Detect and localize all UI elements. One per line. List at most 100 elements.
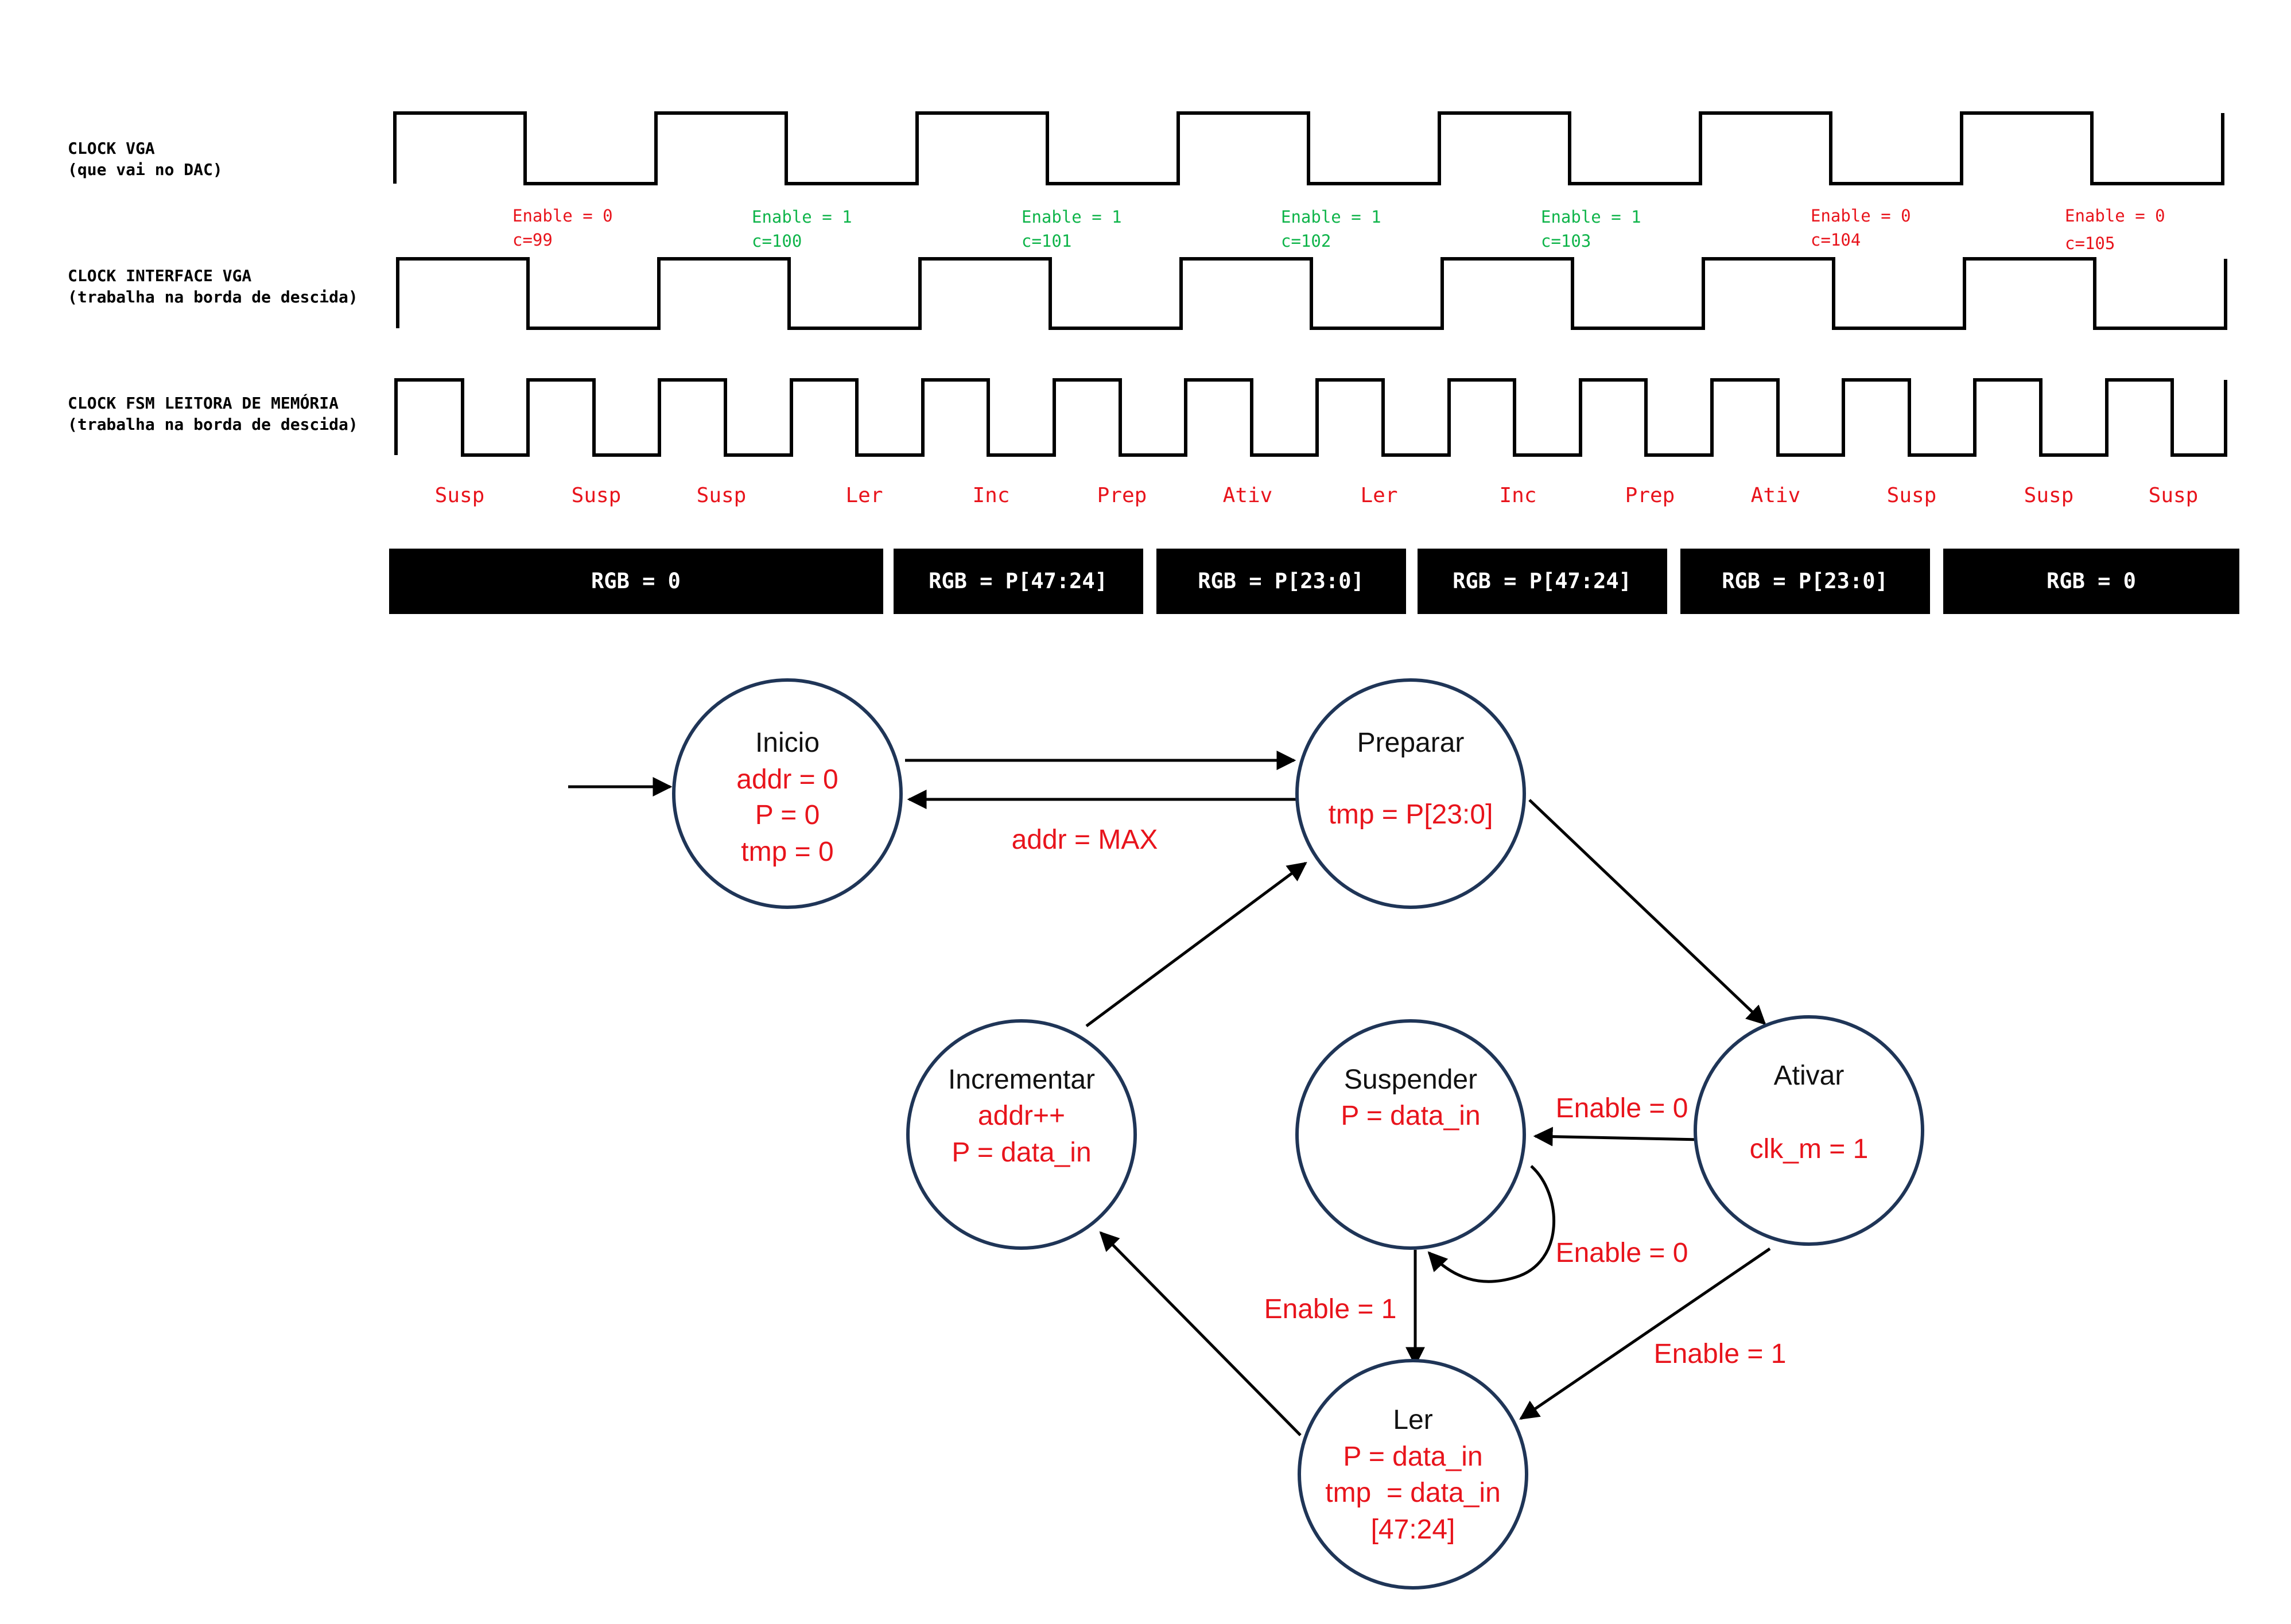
state-label: Inc [972,484,1009,507]
state-incrementar-action: P = data_in [952,1137,1091,1168]
rgb-bar-label: RGB = 0 [2047,569,2136,593]
state-label: Ativ [1751,484,1801,507]
rgb-bar [894,549,1143,614]
state-preparar: Preparar tmp = P[23:0] [1295,678,1526,909]
counter-label: c=99 [512,230,553,250]
timing-diagram: CLOCK VGA (que vai no DAC) CLOCK INTERFA… [68,111,2239,614]
rgb-bar [389,549,883,614]
state-ler-action: tmp = data_in [1325,1478,1501,1508]
state-label: Susp [435,484,485,507]
rgb-bar-label: RGB = P[23:0] [1722,569,1888,593]
edge-ler-to-incrementar [1099,1231,1302,1436]
edge-label-suspender-ler: Enable = 1 [1264,1294,1397,1324]
rgb-bar [1156,549,1406,614]
state-incrementar: Incrementar addr++ P = data_in [906,1019,1137,1250]
rgb-bar [1943,549,2239,614]
rgb-bar-label: RGB = P[47:24] [929,569,1108,593]
state-label: Inc [1499,484,1536,507]
edges [568,751,1771,1436]
counter-label: c=105 [2065,234,2115,253]
state-inicio-action: tmp = 0 [741,837,833,867]
state-inicio-action: addr = 0 [736,764,838,795]
state-ativar: Ativar clk_m = 1 [1694,1015,1924,1246]
counter-label: c=101 [1022,231,1071,251]
clock-vga-waveform [393,111,2224,185]
state-suspender-circle [1295,1019,1526,1250]
state-suspender-title: Suspender [1344,1064,1477,1095]
enable-label: Enable = 1 [1281,207,1381,227]
state-inicio-action: P = 0 [755,800,820,830]
clock-interface-waveform [396,257,2227,330]
signal-sublabel-clock-interface: (trabalha na borda de descida) [68,287,358,306]
signal-label-clock-vga: CLOCK VGA [68,139,155,158]
edge-labels: addr = MAX Enable = 0 Enable = 0 Enable … [1012,825,1787,1369]
state-incrementar-circle [906,1019,1137,1250]
enable-label: Enable = 1 [1022,207,1122,227]
state-ler-action: [47:24] [1371,1514,1455,1545]
edge-preparar-to-ativar [1528,799,1766,1025]
state-label: Susp [2024,484,2074,507]
state-label: Prep [1097,484,1147,507]
state-label: Susp [2149,484,2199,507]
signal-labels: CLOCK VGA (que vai no DAC) CLOCK INTERFA… [68,139,358,434]
edge-suspender-self-loop [1427,1165,1556,1283]
enable-label: Enable = 0 [1811,206,1911,226]
clock-fsm-waveform [394,378,2227,457]
state-machine: Inicio addr = 0 P = 0 tmp = 0 Preparar t… [568,678,1924,1590]
edge-label-suspender-self: Enable = 0 [1556,1238,1688,1268]
edge-ativar-to-suspender [1533,1126,1702,1147]
signal-label-clock-interface: CLOCK INTERFACE VGA [68,266,251,285]
state-inicio: Inicio addr = 0 P = 0 tmp = 0 [672,678,903,909]
counter-label: c=103 [1541,231,1591,251]
state-suspender-action: P = data_in [1341,1101,1480,1131]
state-incrementar-title: Incrementar [948,1064,1095,1095]
state-label: Ler [845,484,883,507]
signal-label-clock-fsm: CLOCK FSM LEITORA DE MEMÓRIA [68,393,339,413]
state-ler-title: Ler [1393,1405,1432,1435]
state-inicio-circle [672,678,903,909]
counter-label: c=102 [1281,231,1331,251]
signal-sublabel-clock-fsm: (trabalha na borda de descida) [68,415,358,434]
state-preparar-circle [1295,678,1526,909]
state-preparar-title: Preparar [1357,728,1465,758]
enable-label: Enable = 1 [1541,207,1641,227]
state-label: Susp [1887,484,1937,507]
rgb-bar-label: RGB = P[47:24] [1453,569,1632,593]
enable-labels: Enable = 0 c=99 Enable = 1 c=100 Enable … [512,206,2165,253]
state-label: Susp [572,484,622,507]
nodes: Inicio addr = 0 P = 0 tmp = 0 Preparar t… [672,678,1924,1590]
state-incrementar-action: addr++ [978,1101,1065,1131]
state-ativar-title: Ativar [1774,1060,1845,1091]
edge-incrementar-to-preparar [1085,861,1307,1028]
counter-label: c=104 [1811,230,1861,250]
state-preparar-action: tmp = P[23:0] [1329,799,1493,830]
state-ler: Ler P = data_in tmp = data_in [47:24] [1298,1359,1528,1590]
state-label: Ativ [1223,484,1273,507]
rgb-bar-label: RGB = P[23:0] [1198,569,1364,593]
state-label: Ler [1360,484,1397,507]
rgb-bar [1680,549,1930,614]
state-ler-circle [1298,1359,1528,1590]
enable-label: Enable = 1 [752,207,852,227]
rgb-bar [1418,549,1667,614]
enable-label: Enable = 0 [2065,206,2165,226]
counter-label: c=100 [752,231,802,251]
state-ativar-action: clk_m = 1 [1750,1134,1869,1164]
edge-label-ativar-ler: Enable = 1 [1654,1339,1787,1369]
enable-label: Enable = 0 [512,206,613,226]
state-ativar-circle [1694,1015,1924,1246]
signal-sublabel-clock-vga: (que vai no DAC) [68,160,223,179]
state-suspender: Suspender P = data_in [1295,1019,1526,1250]
edge-label-addr-max: addr = MAX [1012,825,1158,855]
rgb-output-bars: RGB = 0 RGB = P[47:24] RGB = P[23:0] RGB… [389,549,2239,614]
state-inicio-title: Inicio [755,728,820,758]
fsm-state-sequence: Susp Susp Susp Ler Inc Prep Ativ Ler Inc… [435,484,2199,507]
edge-ativar-to-ler [1519,1247,1771,1420]
state-ler-action: P = data_in [1343,1442,1482,1472]
rgb-bar-label: RGB = 0 [591,569,681,593]
state-label: Susp [697,484,747,507]
edge-label-ativar-suspender: Enable = 0 [1556,1093,1688,1124]
state-label: Prep [1625,484,1675,507]
